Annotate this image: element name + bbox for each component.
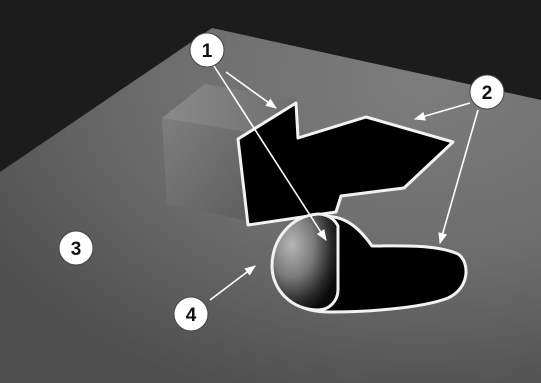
- callout-badge-2: 2: [470, 75, 504, 109]
- callout-label-3: 3: [71, 239, 82, 260]
- callout-badge-1: 1: [190, 33, 224, 67]
- callout-badge-3: 3: [59, 231, 93, 265]
- callout-label-2: 2: [482, 83, 493, 104]
- callout-label-1: 1: [202, 41, 213, 62]
- callout-label-4: 4: [186, 305, 197, 326]
- callout-badge-4: 4: [174, 297, 208, 331]
